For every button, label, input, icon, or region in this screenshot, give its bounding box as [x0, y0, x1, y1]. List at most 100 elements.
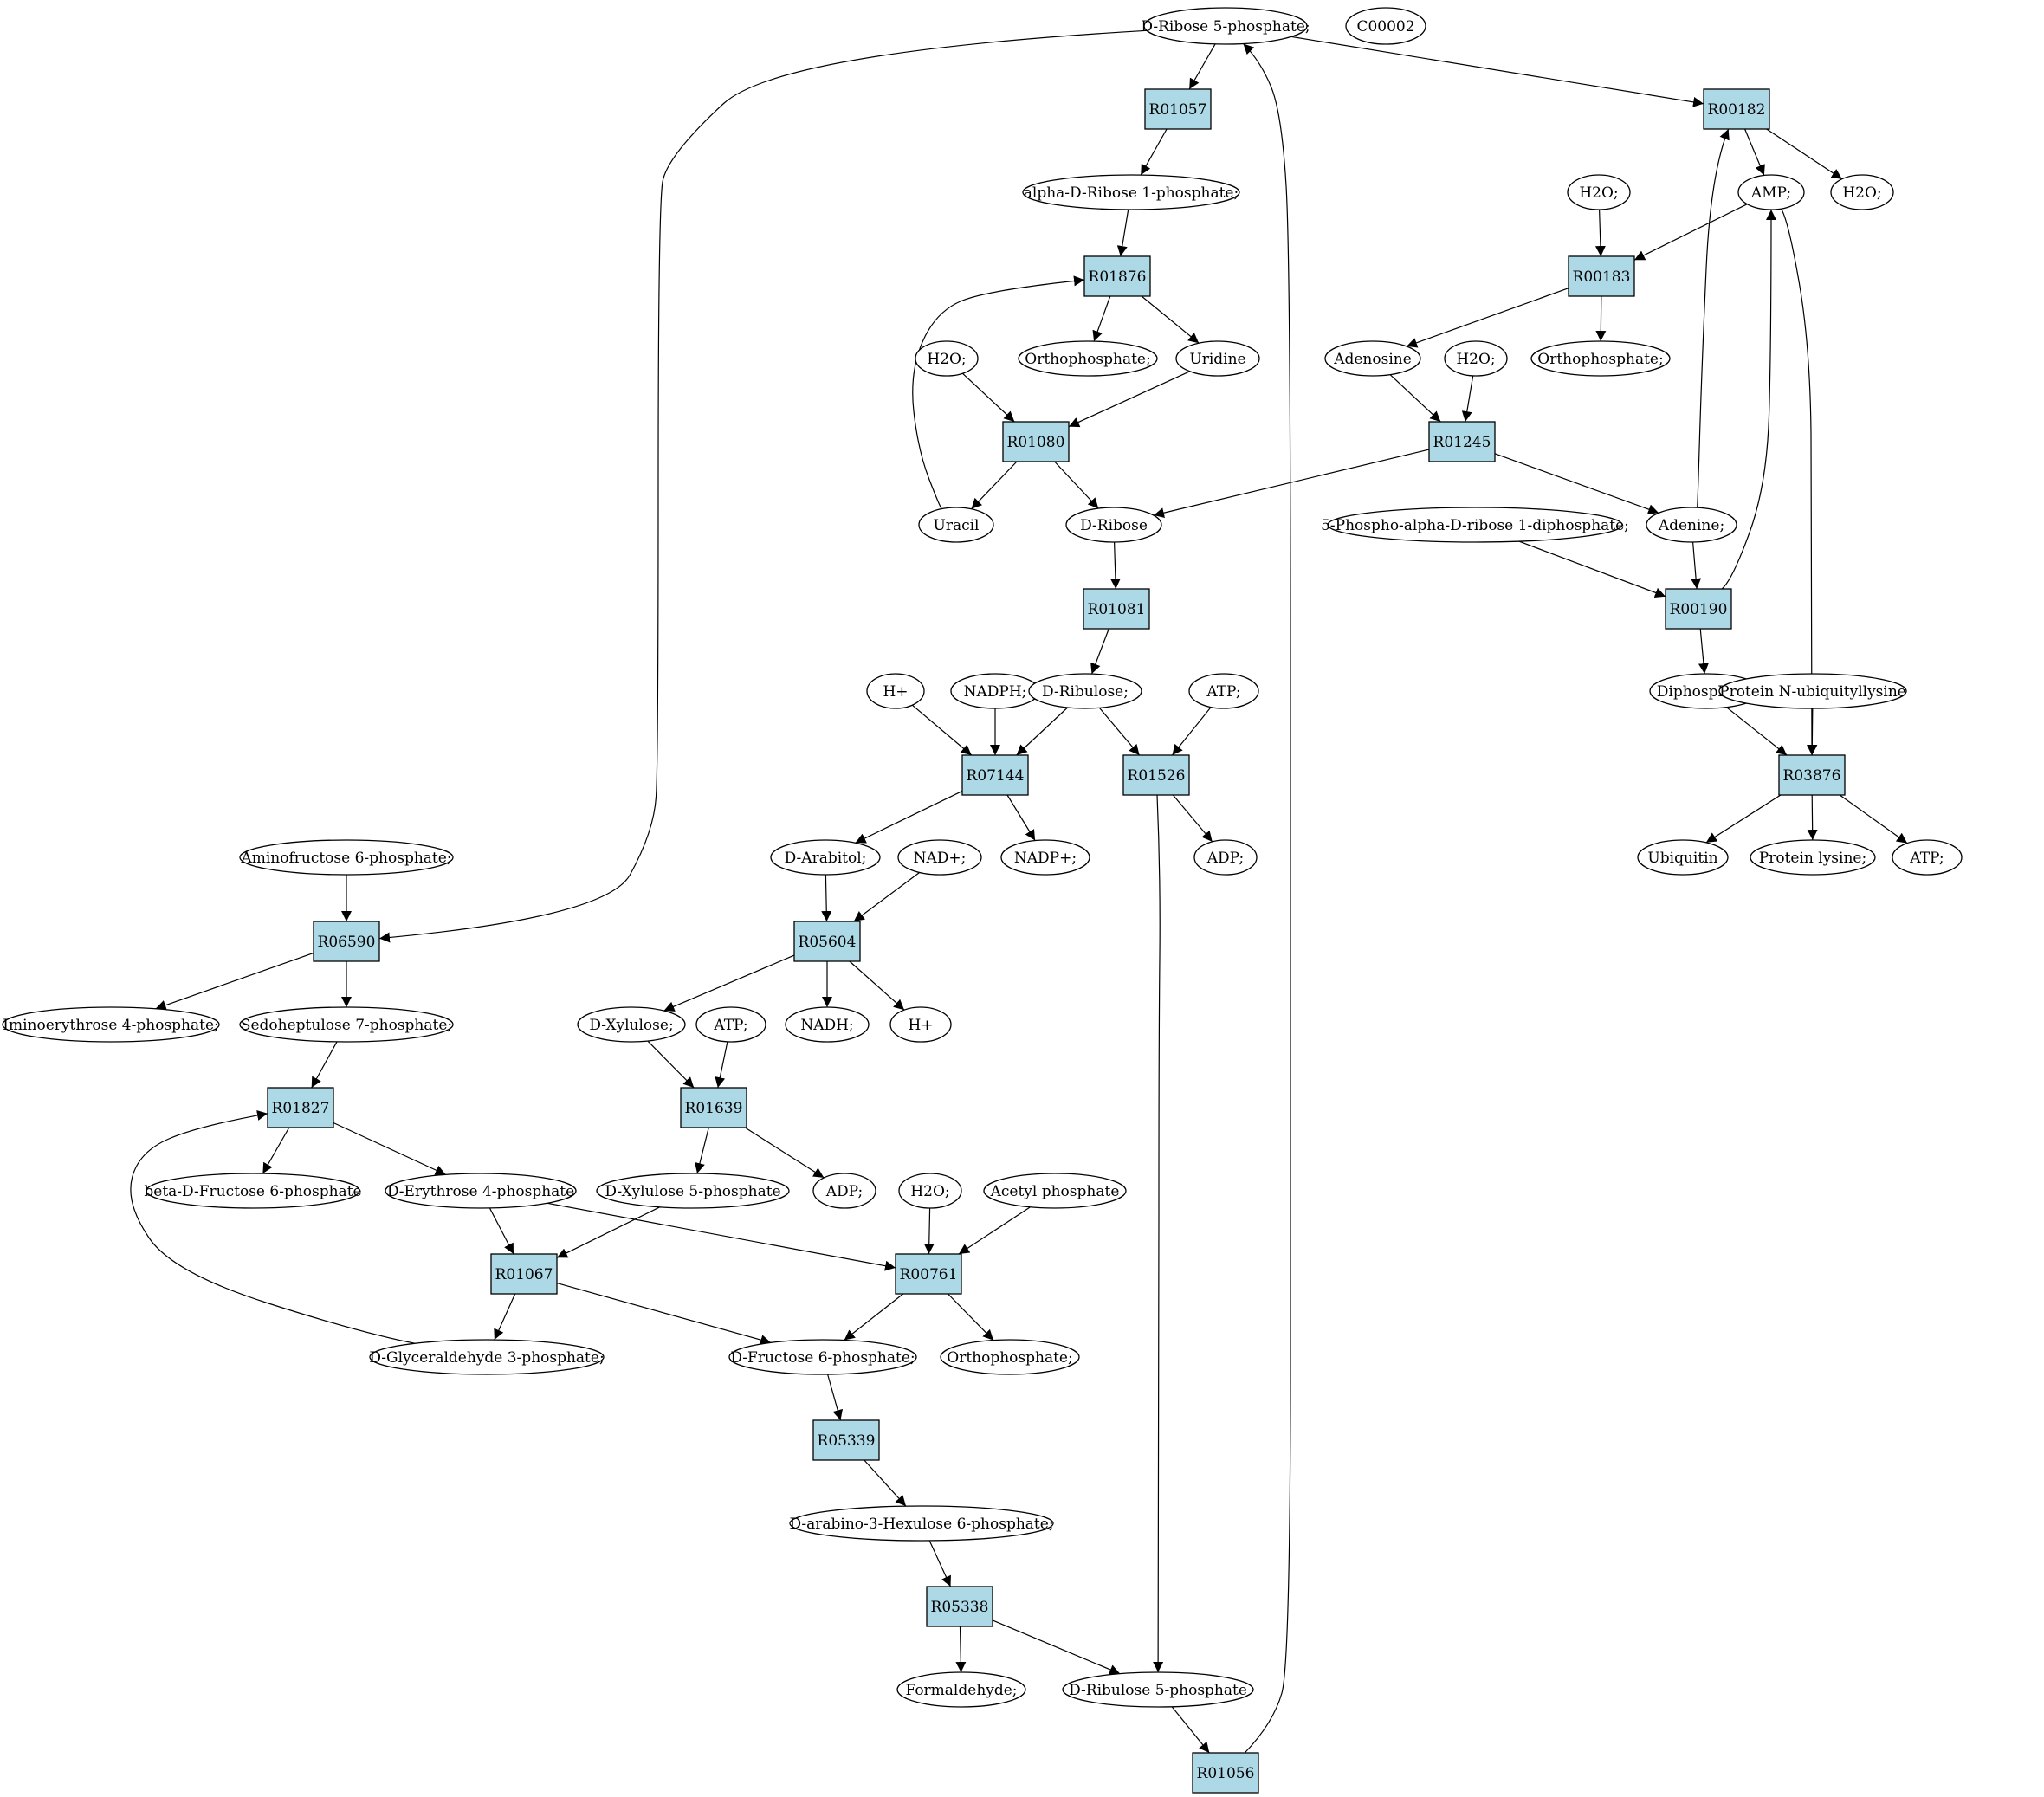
node-label: D-Glyceraldehyde 3-phosphate;: [369, 1349, 604, 1367]
compound-node-c_adenosine[interactable]: Adenosine: [1324, 340, 1421, 377]
edge-r_R01056-to-c_ribose5p: [1243, 43, 1291, 1754]
compound-node-c_adp_2[interactable]: ADP;: [812, 1173, 876, 1209]
compound-node-c_uracil[interactable]: Uracil: [918, 507, 994, 543]
compound-node-c_hexulose6p[interactable]: D-arabino-3-Hexulose 6-phosphate;: [789, 1505, 1054, 1542]
node-label: AMP;: [1750, 184, 1791, 202]
compound-node-c_dribose[interactable]: D-Ribose: [1065, 507, 1162, 543]
compound-ellipse: [1892, 839, 1963, 876]
compound-node-c_acetylp[interactable]: Acetyl phosphate: [983, 1173, 1127, 1209]
reaction-node-r_R00182[interactable]: R00182: [1703, 88, 1770, 130]
compound-node-c_atp_1[interactable]: ATP;: [1188, 673, 1259, 709]
compound-ellipse: [1567, 174, 1631, 210]
reaction-node-r_R07144[interactable]: R07144: [961, 754, 1029, 796]
node-label: Iminoerythrose 4-phosphate;: [3, 1017, 219, 1034]
compound-node-c_dxyl5p[interactable]: D-Xylulose 5-phosphate: [596, 1173, 790, 1209]
reaction-box: [1192, 1752, 1259, 1794]
node-label: Acetyl phosphate: [990, 1183, 1120, 1200]
compound-node-c_protlys[interactable]: Protein lysine;: [1750, 839, 1876, 876]
node-label: Aminofructose 6-phosphate;: [240, 850, 451, 867]
compound-ellipse: [239, 1006, 454, 1043]
compound-node-c_adp_1[interactable]: ADP;: [1193, 839, 1258, 876]
reaction-node-r_R01067[interactable]: R01067: [490, 1253, 558, 1295]
compound-node-c_nadplus[interactable]: NAD+;: [897, 839, 982, 876]
compound-node-c_h2o_5[interactable]: H2O;: [898, 1173, 962, 1209]
compound-node-c_protnub[interactable]: Protein N-ubiquityllysine: [1718, 673, 1907, 709]
reaction-node-r_R01081[interactable]: R01081: [1083, 588, 1150, 630]
compound-ellipse: [1737, 174, 1805, 210]
compound-node-c_iminoery4p[interactable]: Iminoerythrose 4-phosphate;: [2, 1006, 220, 1043]
compound-node-c_atp_3[interactable]: ATP;: [695, 1006, 766, 1043]
reaction-box: [313, 921, 380, 962]
compound-node-c_nadpplus[interactable]: NADP+;: [1000, 839, 1090, 876]
reaction-node-r_R05338[interactable]: R05338: [926, 1586, 993, 1627]
edge-r_R01639-to-c_adp_2: [744, 1127, 825, 1179]
node-label: NADH;: [800, 1017, 853, 1034]
compound-node-c_ortho_1[interactable]: Orthophosphate;: [1018, 340, 1158, 377]
node-label: D-Xylulose 5-phosphate: [605, 1183, 780, 1200]
compound-node-c_prpp[interactable]: 5-Phospho-alpha-D-ribose 1-diphosphate;: [1321, 507, 1629, 543]
compound-node-c_hplus_1[interactable]: H+: [866, 673, 925, 709]
edge-c_dga3p-to-r_R01827: [130, 1110, 416, 1344]
reaction-box: [1428, 421, 1496, 462]
reaction-node-r_R05339[interactable]: R05339: [812, 1419, 880, 1461]
reaction-node-r_R00761[interactable]: R00761: [895, 1253, 962, 1295]
compound-node-c_dga3p[interactable]: D-Glyceraldehyde 3-phosphate;: [369, 1339, 605, 1375]
compound-node-c_nadh[interactable]: NADH;: [785, 1006, 870, 1043]
node-label: C00002: [1356, 18, 1414, 36]
compound-ellipse: [1324, 340, 1421, 377]
compound-node-c_h2o_4[interactable]: H2O;: [1444, 340, 1508, 377]
compound-ellipse: [1830, 174, 1894, 210]
compound-node-c_ubiquitin[interactable]: Ubiquitin: [1637, 839, 1729, 876]
compound-node-c_h2o_3[interactable]: H2O;: [915, 340, 979, 377]
compound-node-c_ortho_3[interactable]: Orthophosphate;: [940, 1339, 1080, 1375]
reaction-node-r_R01080[interactable]: R01080: [1002, 421, 1070, 462]
node-label: R00761: [900, 1266, 958, 1283]
edge-r_R01080-to-c_uracil: [971, 461, 1018, 510]
reaction-node-r_R00183[interactable]: R00183: [1568, 255, 1635, 297]
edge-r_R06590-to-c_iminoery4p: [155, 952, 314, 1011]
compound-node-c_h2o_2[interactable]: H2O;: [1830, 174, 1894, 210]
reaction-node-r_R01056[interactable]: R01056: [1192, 1752, 1259, 1794]
compound-node-c_dxylulose[interactable]: D-Xylulose;: [577, 1006, 686, 1043]
node-label: Uridine: [1189, 351, 1245, 368]
compound-node-c_dribulose5p[interactable]: D-Ribulose 5-phosphate: [1062, 1671, 1254, 1708]
reaction-node-r_R06590[interactable]: R06590: [313, 921, 380, 962]
reaction-node-r_R03876[interactable]: R03876: [1778, 754, 1846, 796]
reaction-node-r_R01057[interactable]: R01057: [1144, 88, 1212, 130]
reaction-node-r_R01827[interactable]: R01827: [267, 1087, 334, 1128]
compound-node-c_hplus_2[interactable]: H+: [889, 1006, 952, 1043]
reaction-node-r_R05604[interactable]: R05604: [793, 921, 861, 962]
reaction-node-r_R01639[interactable]: R01639: [680, 1087, 747, 1128]
compound-node-c_bfru6p[interactable]: beta-D-Fructose 6-phosphate: [144, 1173, 362, 1209]
compound-node-c_sedo7p[interactable]: Sedoheptulose 7-phosphate;: [239, 1006, 454, 1043]
reaction-box: [680, 1087, 747, 1128]
compound-node-c_adenine[interactable]: Adenine;: [1646, 507, 1737, 543]
reaction-node-r_R00190[interactable]: R00190: [1665, 588, 1732, 630]
edge-c_h2o_3-to-r_R01080: [961, 372, 1015, 423]
compound-node-c_atp_2[interactable]: ATP;: [1892, 839, 1963, 876]
compound-node-c_ar1p[interactable]: alpha-D-Ribose 1-phosphate;: [1022, 174, 1240, 210]
compound-node-c_c00002[interactable]: C00002: [1345, 7, 1426, 45]
edge-r_R01639-to-c_dxyl5p: [695, 1127, 709, 1174]
edge-r_R01876-to-c_uridine: [1141, 295, 1200, 344]
compound-node-c_ribose5p[interactable]: D-Ribose 5-phosphate;: [1141, 7, 1310, 45]
compound-node-c_ortho_2[interactable]: Orthophosphate;: [1530, 340, 1671, 377]
compound-node-c_dery4p[interactable]: D-Erythrose 4-phosphate: [385, 1173, 577, 1209]
reaction-node-r_R01876[interactable]: R01876: [1083, 255, 1151, 297]
compound-node-c_dfru6p[interactable]: D-Fructose 6-phosphate;: [728, 1339, 917, 1375]
compound-node-c_dribulose[interactable]: D-Ribulose;: [1028, 673, 1142, 709]
reaction-node-r_R01245[interactable]: R01245: [1428, 421, 1496, 462]
node-label: H2O;: [910, 1183, 949, 1200]
compound-node-c_darabitol[interactable]: D-Arabitol;: [770, 839, 881, 876]
reaction-node-r_R01526[interactable]: R01526: [1122, 754, 1190, 796]
reaction-box: [793, 921, 861, 962]
edge-r_R01526-to-c_adp_1: [1172, 794, 1213, 843]
compound-node-c_uridine[interactable]: Uridine: [1175, 340, 1260, 377]
compound-node-c_formaldehyde[interactable]: Formaldehyde;: [896, 1671, 1026, 1708]
compound-node-c_nadph[interactable]: NADPH;: [950, 673, 1040, 709]
compound-node-c_h2o_1[interactable]: H2O;: [1567, 174, 1631, 210]
edges-layer: [130, 29, 1908, 1754]
compound-node-c_aminofr6p[interactable]: Aminofructose 6-phosphate;: [239, 839, 454, 876]
compound-node-c_amp[interactable]: AMP;: [1737, 174, 1805, 210]
reaction-box: [1703, 88, 1770, 130]
